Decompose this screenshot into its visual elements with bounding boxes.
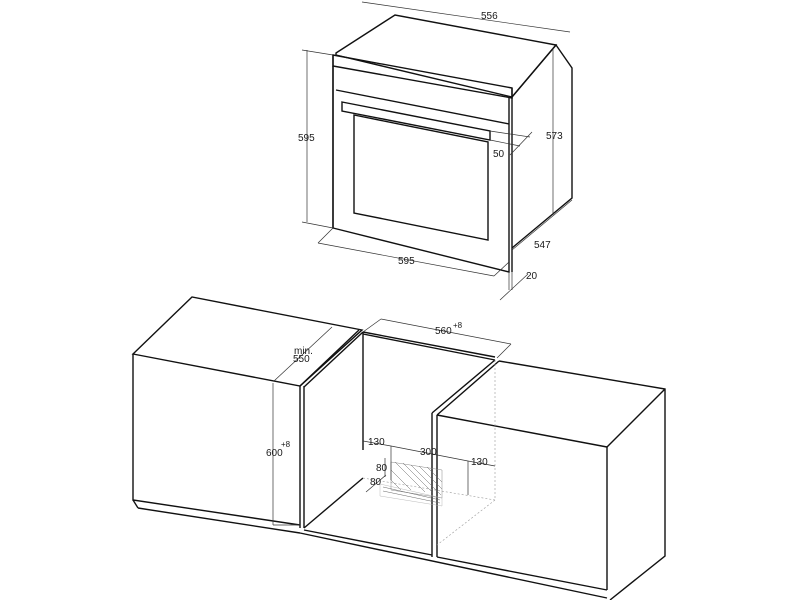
- oven-dimension-lines: 556 595 573 595 547 50 20: [298, 1, 573, 301]
- dim-niche-height: 600: [266, 448, 283, 459]
- cabinet-drawing: [131, 296, 666, 600]
- dim-niche-depth: 550: [293, 354, 310, 365]
- vent-opening: [379, 461, 443, 507]
- dim-niche-depth-label: min.: [294, 346, 313, 357]
- dim-oven-panel: 20: [526, 271, 538, 282]
- dim-niche-height-tolerance: +8: [281, 440, 291, 449]
- dim-oven-depth-top: 556: [481, 11, 498, 22]
- dim-vent-right-offset: 130: [471, 457, 488, 468]
- dim-oven-width-front: 595: [398, 256, 415, 267]
- dim-vent-depth: 80: [370, 477, 382, 488]
- dim-vent-width: 300: [420, 447, 437, 458]
- dim-oven-handle: 50: [493, 149, 505, 160]
- dim-niche-width: 560: [435, 326, 452, 337]
- dim-oven-depth-side: 547: [534, 240, 551, 251]
- dim-vent-height: 80: [376, 463, 388, 474]
- dim-niche-width-tolerance: +8: [453, 321, 463, 330]
- dim-vent-left-offset: 130: [368, 437, 385, 448]
- dim-oven-height-front: 595: [298, 133, 315, 144]
- oven-drawing: [332, 14, 573, 273]
- niche-dimension-lines: 560 +8 min. 550 600 +8 130 300 130 80 80: [266, 318, 512, 526]
- dim-oven-height-side: 573: [546, 131, 563, 142]
